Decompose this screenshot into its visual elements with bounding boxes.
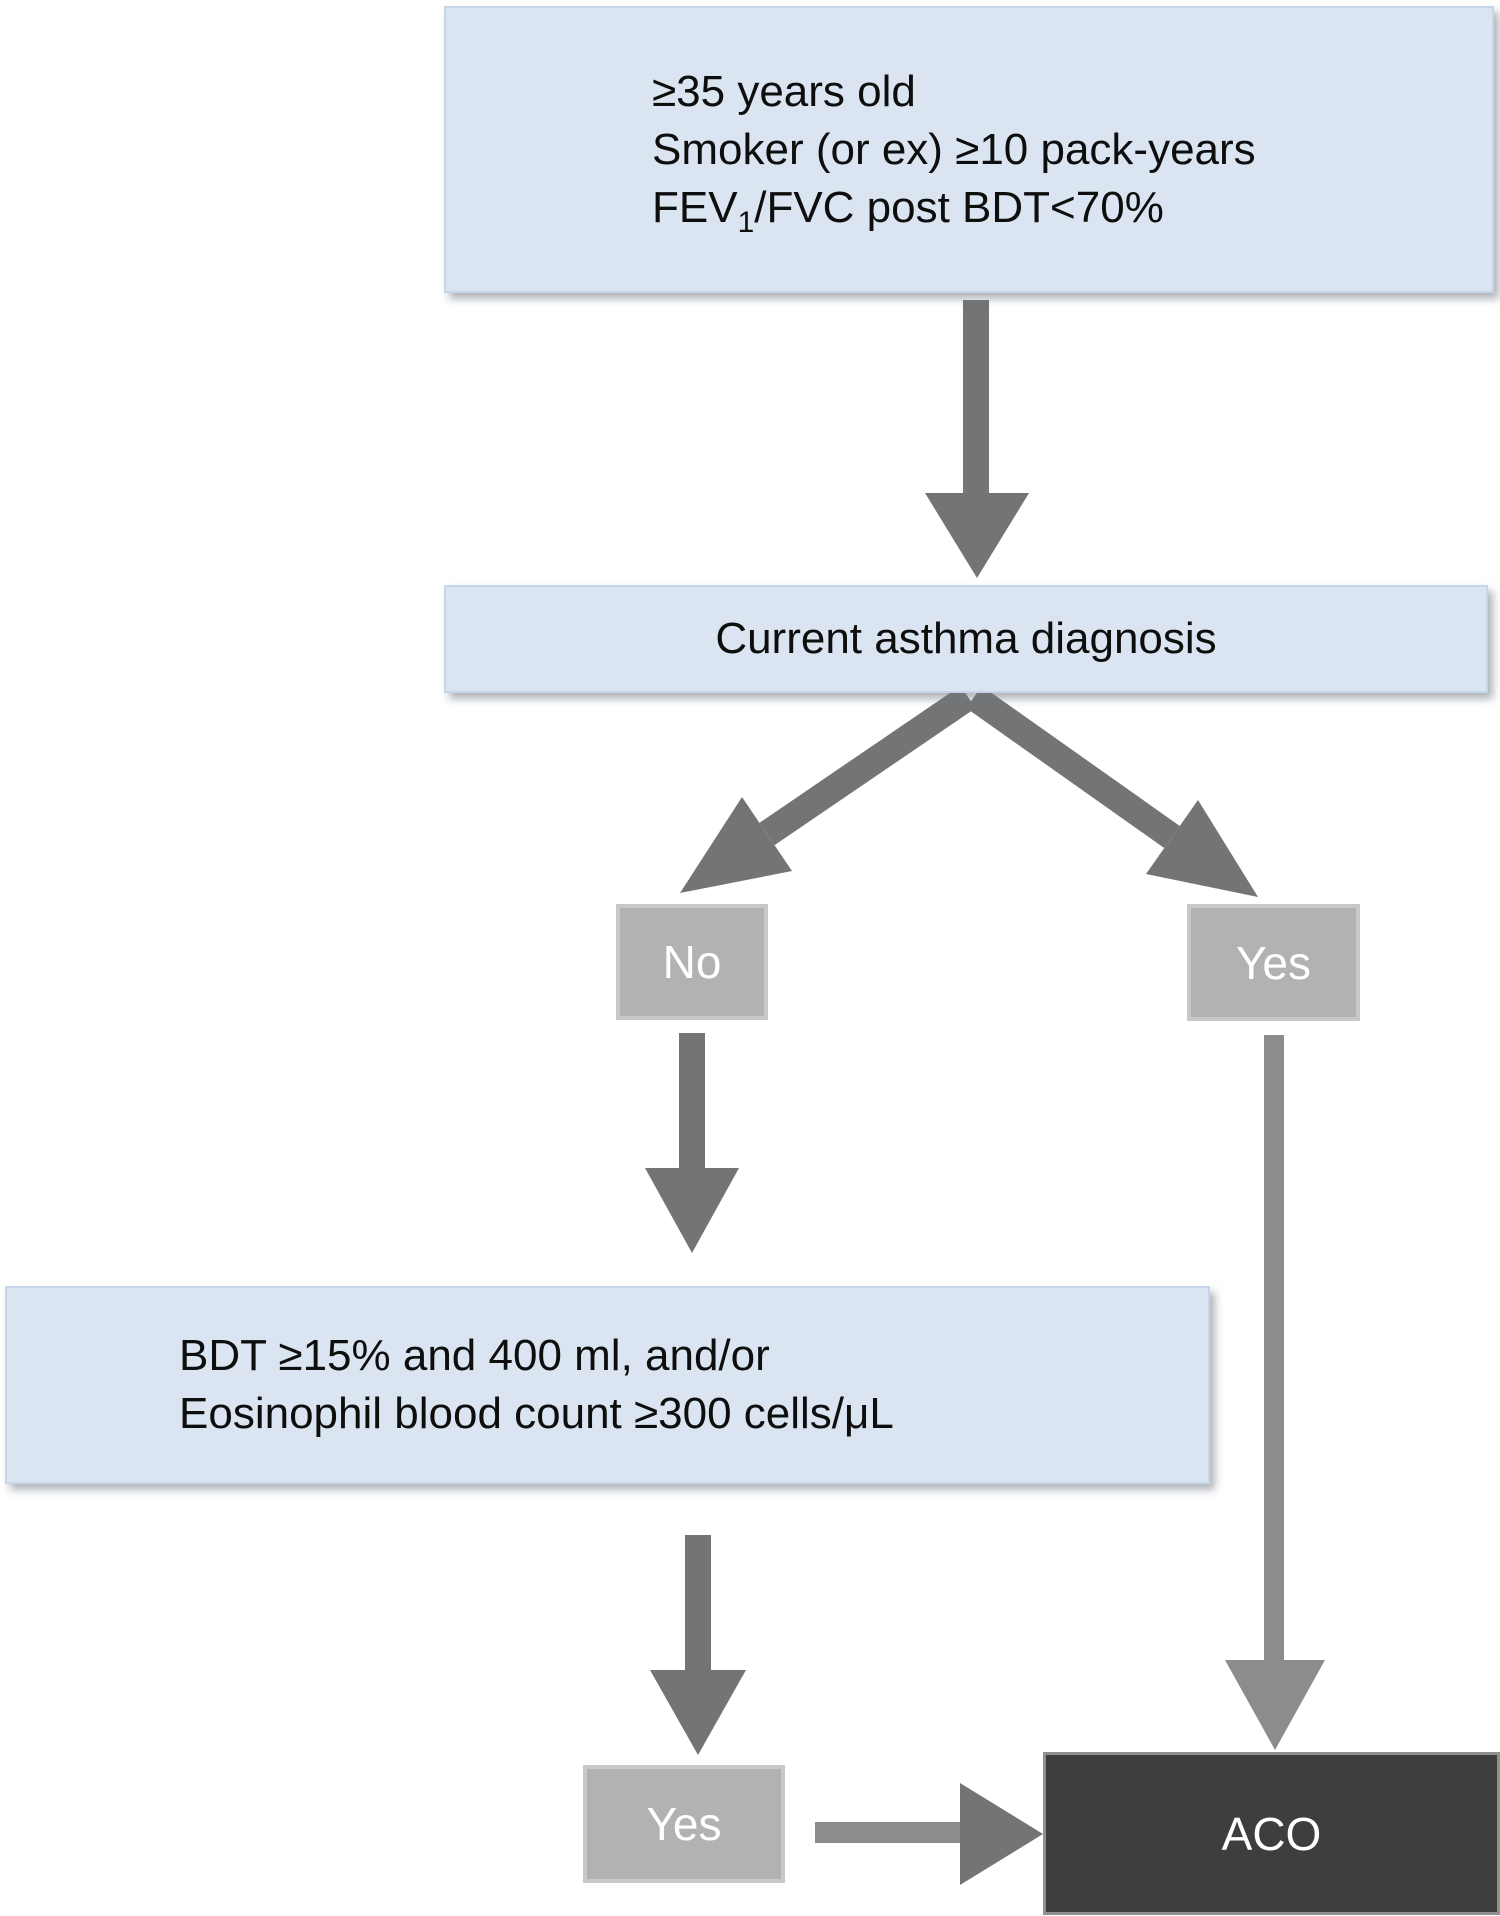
- arrow-diagonal-decision-to-no-icon: [680, 685, 976, 893]
- fev-subscript: 1: [737, 205, 755, 239]
- branch-yes-secondary-label: Yes: [646, 1798, 722, 1850]
- outcome-aco-label: ACO: [1221, 1807, 1322, 1860]
- arrow-diagonal-decision-to-yes-icon: [966, 685, 1258, 897]
- branch-no-label: No: [662, 936, 722, 988]
- secondary-criteria-line-2: Eosinophil blood count ≥300 cells/μL: [179, 1389, 894, 1438]
- branch-no-box: No: [616, 904, 768, 1020]
- entry-criteria-line-1: ≥35 years old: [652, 66, 916, 116]
- entry-criteria-line-3: FEV1/FVC post BDT<70%: [652, 182, 1164, 239]
- secondary-criteria-line-1: BDT ≥15% and 400 ml, and/or: [179, 1331, 770, 1380]
- arrow-long-down-yes-to-aco-icon: [1225, 1035, 1325, 1750]
- arrow-right-yes-to-aco-icon: [815, 1783, 1043, 1885]
- decision-label: Current asthma diagnosis: [715, 614, 1217, 663]
- branch-yes-box: Yes: [1187, 904, 1360, 1021]
- arrow-down-no-to-criteria-icon: [645, 1033, 739, 1253]
- branch-yes-label: Yes: [1235, 936, 1312, 989]
- outcome-aco-box: ACO: [1043, 1752, 1500, 1915]
- branch-yes-secondary-box: Yes: [583, 1765, 785, 1883]
- arrow-down-criteria-to-yes-icon: [650, 1535, 746, 1755]
- entry-criteria-line-2: Smoker (or ex) ≥10 pack-years: [652, 124, 1256, 174]
- decision-box: Current asthma diagnosis: [444, 585, 1488, 693]
- arrow-down-entry-to-decision-icon: [925, 300, 1029, 578]
- secondary-criteria-box: BDT ≥15% and 400 ml, and/or Eosinophil b…: [5, 1286, 1210, 1484]
- entry-criteria-box: ≥35 years old Smoker (or ex) ≥10 pack-ye…: [444, 6, 1494, 293]
